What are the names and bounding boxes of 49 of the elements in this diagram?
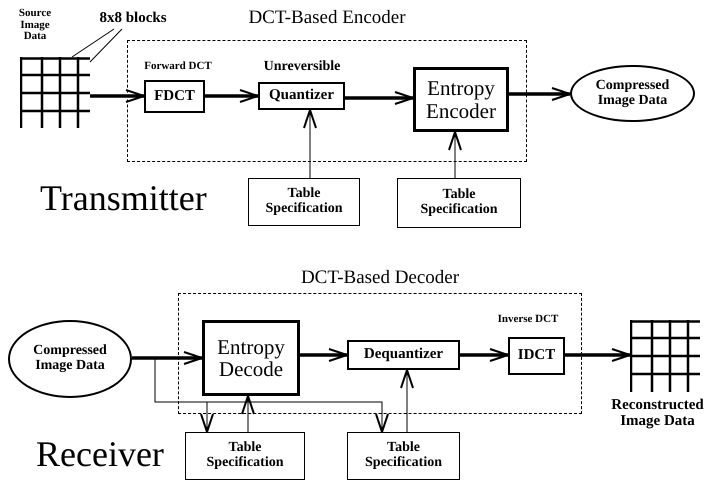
process-box xyxy=(508,337,565,375)
process-box xyxy=(144,80,205,113)
arrow xyxy=(565,348,631,362)
box-label: IDCT xyxy=(518,348,556,364)
box-label: Table Specification xyxy=(420,188,498,218)
box-label: Table Specification xyxy=(364,441,443,471)
box-label: Entropy Encoder xyxy=(425,77,497,122)
box-label: Entropy Decode xyxy=(216,336,286,380)
leader-line xyxy=(90,28,122,62)
table-box xyxy=(248,178,360,226)
process-box xyxy=(202,320,300,396)
arrow xyxy=(300,348,348,362)
process-box xyxy=(347,340,460,370)
box-label: Dequantizer xyxy=(364,347,444,363)
side-label: Transmitter xyxy=(40,180,207,216)
box-label: Table Specification xyxy=(264,187,344,217)
table-box xyxy=(185,432,305,480)
box-label: Compressed Image Data xyxy=(594,78,670,108)
caption-text: Forward DCT xyxy=(143,61,213,73)
side-label: Receiver xyxy=(36,436,164,472)
arrow xyxy=(303,109,317,178)
arrow xyxy=(509,87,571,101)
arrow xyxy=(132,358,389,433)
arrow xyxy=(205,89,259,103)
arrow xyxy=(448,131,462,178)
box-label: Compressed Image Data xyxy=(32,344,108,374)
block-grid-drawing xyxy=(630,320,700,392)
block-grid-drawing xyxy=(20,57,90,128)
leader-line xyxy=(72,28,114,58)
process-box xyxy=(258,82,345,110)
caption-text: Source Image Data xyxy=(18,8,52,43)
arrow xyxy=(460,348,509,362)
process-box xyxy=(413,67,509,132)
group-title: DCT-Based Decoder xyxy=(300,266,460,290)
caption-text: Reconstructed Image Data xyxy=(610,398,705,430)
box-label: Table Specification xyxy=(206,441,284,471)
arrow xyxy=(345,91,414,105)
box-label: Quantizer xyxy=(269,88,334,104)
table-box xyxy=(347,432,460,480)
arrow xyxy=(400,369,414,432)
group-title: DCT-Based Encoder xyxy=(248,6,406,30)
caption-text: Inverse DCT xyxy=(496,314,560,326)
arrow xyxy=(90,89,145,103)
table-box xyxy=(397,178,521,228)
arrow xyxy=(132,351,203,365)
caption-text: Unreversible xyxy=(262,60,342,75)
arrow xyxy=(241,395,255,432)
box-label: FDCT xyxy=(154,88,195,104)
note-text: 8x8 blocks xyxy=(90,9,176,29)
